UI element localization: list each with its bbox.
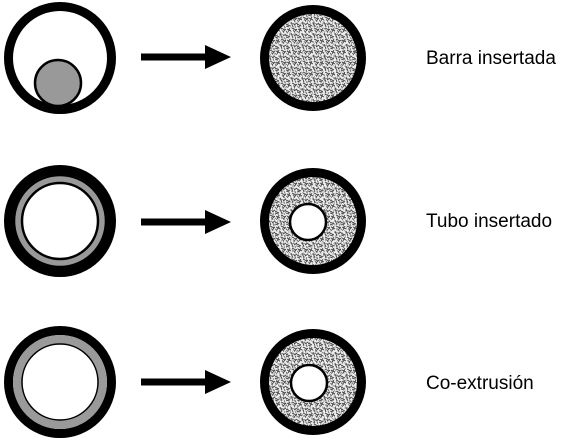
method-label-rod: Barra insertada [426, 48, 556, 69]
fused-fiber-hollow [260, 168, 366, 274]
method-label-tube: Tubo insertado [426, 211, 552, 232]
preform-coextruded [4, 326, 116, 438]
preform-tube-in-tube [4, 165, 116, 277]
row-tube: Tubo insertado [4, 165, 552, 277]
row-rod: Barra insertada [4, 2, 556, 114]
fused-fiber-hollow [260, 329, 366, 435]
row-coextrusion: Co-extrusión [4, 326, 534, 438]
fiber-hollow-core [288, 202, 328, 242]
process-arrow [141, 45, 231, 69]
fused-fiber-solid [260, 5, 366, 111]
method-label-coextrusion: Co-extrusión [426, 373, 534, 394]
preform-rod-in-tube [4, 2, 116, 114]
process-arrow [141, 370, 231, 394]
coextruded-layer [13, 335, 107, 429]
process-arrow [141, 210, 231, 234]
inserted-rod [33, 58, 83, 108]
fiber-hollow-core [289, 363, 329, 403]
